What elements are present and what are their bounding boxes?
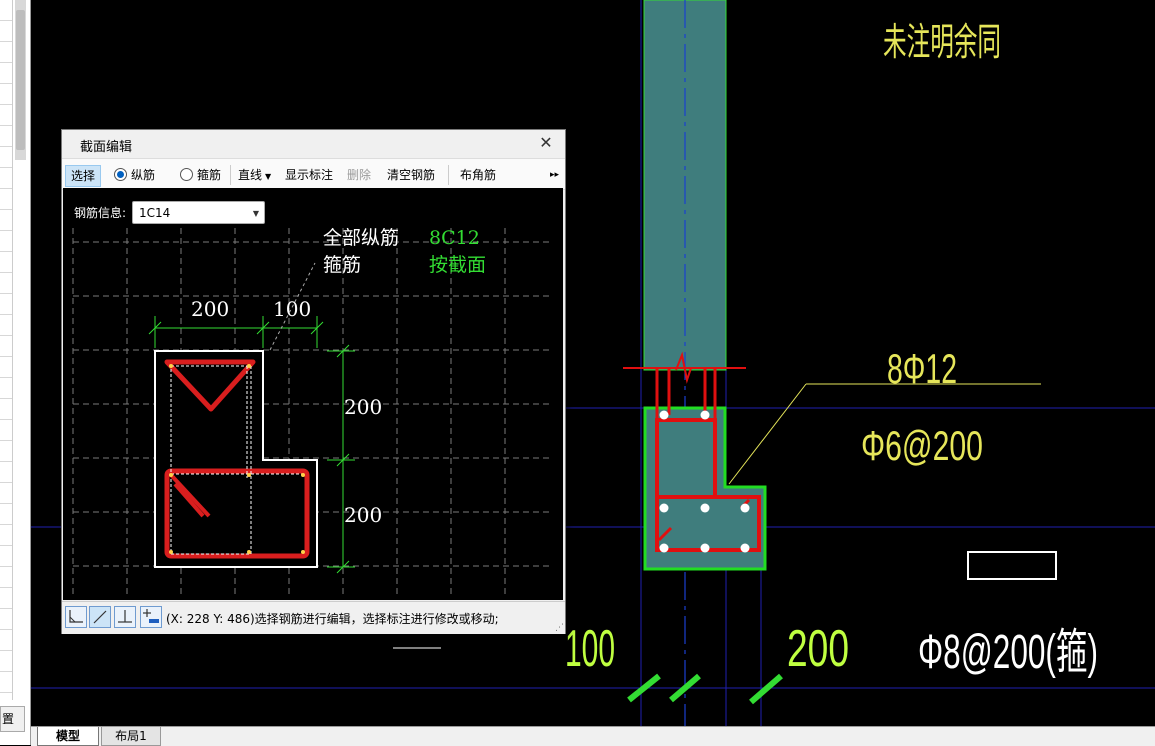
toolbar-divider xyxy=(230,165,231,185)
snap-orthogonal-icon[interactable] xyxy=(65,606,87,628)
rebar-info-label: 钢筋信息: xyxy=(74,206,127,220)
close-icon[interactable]: ✕ xyxy=(539,133,553,152)
resize-grip-icon[interactable]: ⋰ xyxy=(555,623,564,633)
label-stirrup[interactable]: 箍筋 xyxy=(323,254,361,276)
cad-rebar-stirrup2: Φ8@200(箍) xyxy=(918,626,1098,679)
layout-tab-bar: 模型 布局1 xyxy=(31,726,1155,746)
column-rebar-dots xyxy=(659,410,750,553)
corner-rebar-button[interactable]: 布角筋 xyxy=(460,168,497,182)
radio-unchecked-icon xyxy=(180,168,193,181)
longitudinal-label: 纵筋 xyxy=(131,168,156,182)
stirrup-radio[interactable]: 箍筋 xyxy=(180,165,221,185)
bottom-rect-stirrup[interactable] xyxy=(164,468,310,559)
rebar-info-value: 1C14 xyxy=(139,206,171,220)
stirrup-guides xyxy=(170,365,303,555)
add-point-icon[interactable] xyxy=(140,606,162,628)
top-triangle-stirrup[interactable] xyxy=(164,359,256,412)
cad-white-box xyxy=(967,551,1057,580)
dialog-title: 截面编辑 xyxy=(80,140,133,155)
snap-diagonal-icon[interactable] xyxy=(89,606,111,628)
line-dropdown[interactable]: 直线▼ xyxy=(238,165,271,185)
value-stirrup[interactable]: 按截面 xyxy=(429,254,486,276)
dialog-statusbar: (X: 228 Y: 486)选择钢筋进行编辑，选择标注进行修改或移动; ⋰ xyxy=(62,601,565,634)
dialog-titlebar[interactable]: 截面编辑 ✕ xyxy=(62,130,565,158)
scroll-thumb[interactable] xyxy=(16,10,25,150)
cad-note-text: 未注明余同 xyxy=(883,22,1001,64)
section-drawing[interactable]: 200 100 200 200 全部纵筋 箍筋 8C12 按截面 xyxy=(63,188,563,600)
chevron-down-icon: ▼ xyxy=(252,209,259,218)
sheet-grid xyxy=(0,0,13,700)
radio-checked-icon xyxy=(114,168,127,181)
column-lower xyxy=(643,406,767,571)
dimension-lines xyxy=(148,316,355,574)
line-label: 直线 xyxy=(238,168,263,182)
show-annotation-button[interactable]: 显示标注 xyxy=(285,168,334,182)
toolbar-overflow-icon[interactable]: ▸▸ xyxy=(550,170,560,180)
section-canvas[interactable]: 200 100 200 200 全部纵筋 箍筋 8C12 按截面 xyxy=(63,188,563,600)
toolbar-divider xyxy=(448,165,449,185)
left-bottom-label[interactable]: 置 xyxy=(0,706,25,732)
tab-layout1[interactable]: 布局1 xyxy=(101,727,161,746)
status-text: (X: 228 Y: 486)选择钢筋进行编辑，选择标注进行修改或移动; xyxy=(166,612,499,626)
snap-perpendicular-icon[interactable] xyxy=(114,606,136,628)
dialog-toolbar: 选择 纵筋 箍筋 直线▼ 显示标注 删除 清空钢筋 布角筋 ▸▸ xyxy=(62,158,565,190)
select-button[interactable]: 选择 xyxy=(65,165,101,187)
rebar-info-select[interactable]: 1C14 ▼ xyxy=(132,201,265,224)
cad-rebar-long: 8Φ12 xyxy=(887,345,957,392)
left-panel-strip: 置 xyxy=(0,0,31,745)
dim-right-2[interactable]: 200 xyxy=(344,503,382,527)
dim-top-1[interactable]: 200 xyxy=(191,297,229,321)
cad-dim-left: 100 xyxy=(565,620,615,678)
longitudinal-radio[interactable]: 纵筋 xyxy=(114,165,155,185)
dim-right-1[interactable]: 200 xyxy=(344,395,382,419)
cad-dim-right: 200 xyxy=(787,620,849,678)
stirrup-label: 箍筋 xyxy=(197,168,222,182)
dim-top-2[interactable]: 100 xyxy=(273,297,311,321)
cad-rebar-stirrup: Φ6@200 xyxy=(861,422,983,469)
delete-button[interactable]: 删除 xyxy=(347,168,372,182)
label-all-longitudinal[interactable]: 全部纵筋 xyxy=(323,227,399,249)
clear-rebar-button[interactable]: 清空钢筋 xyxy=(387,168,436,182)
value-all-longitudinal[interactable]: 8C12 xyxy=(429,227,480,249)
tab-model[interactable]: 模型 xyxy=(37,727,99,746)
section-outline xyxy=(154,350,318,568)
section-edit-dialog: 截面编辑 ✕ 选择 纵筋 箍筋 直线▼ 显示标注 删除 清空钢筋 布角筋 ▸▸ xyxy=(61,129,566,634)
section-rebar-dots xyxy=(169,364,305,554)
chevron-down-icon: ▼ xyxy=(265,172,272,181)
